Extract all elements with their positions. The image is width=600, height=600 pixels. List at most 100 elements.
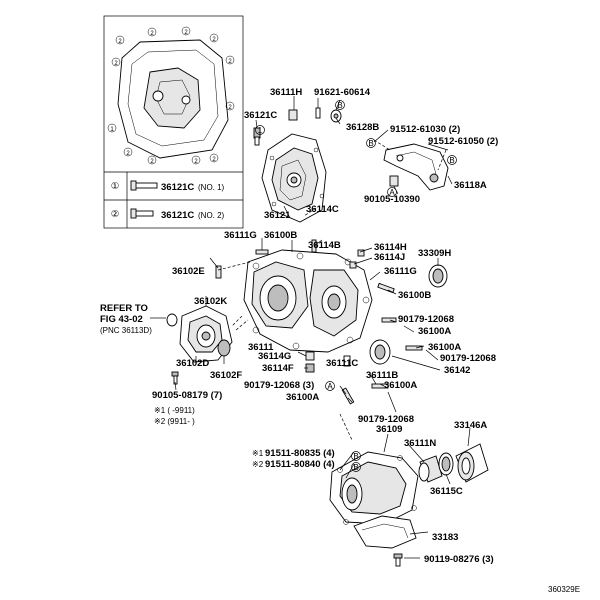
studs-drawing [255, 239, 423, 405]
svg-text:2: 2 [228, 105, 232, 111]
label-90179c: 90179-12068 (3) [244, 380, 314, 391]
label-91511b: 91511-80840 (4) [265, 459, 335, 470]
label-36114f: 36114F [262, 363, 294, 374]
label-36102e: 36102E [172, 266, 205, 277]
label-36100a-b: 36100A [428, 342, 461, 353]
label-36111g-a: 36111G [224, 230, 257, 241]
label-90179a: 90179-12068 [398, 314, 454, 325]
label-90105b: 90105-08179 (7) [152, 390, 222, 401]
label-90179b: 90179-12068 [440, 353, 496, 364]
label-36100a-c: 36100A [384, 380, 417, 391]
bushing-36111n-drawing [418, 455, 443, 483]
label-36114g: 36114G [258, 351, 291, 362]
bolt-36102e-drawing [215, 265, 222, 279]
inset-row1-part: 36121C [161, 182, 194, 193]
extension-36109-drawing [329, 451, 419, 525]
label-36118a: 36118A [454, 180, 487, 191]
bracket-36118a-drawing [383, 143, 449, 191]
inset-row1-mark: ① [111, 181, 120, 192]
label-36114b: 36114B [308, 240, 341, 251]
label-33146a: 33146A [454, 420, 487, 431]
pin-91621-drawing [315, 107, 321, 119]
svg-text:2: 2 [126, 151, 130, 157]
label-36121: 36121 [264, 210, 291, 221]
inset-row2-mark: ② [111, 209, 120, 220]
label-36111b: 36111B [366, 370, 398, 381]
inset-row2-note: (NO. 2) [198, 211, 225, 220]
svg-text:2: 2 [150, 159, 154, 165]
seal-36142-drawing [369, 339, 391, 365]
label-36111h: 36111H [270, 87, 302, 98]
footnotes: ※1 ( -9911) ※2 (9911- ) ※1 ※2 [154, 406, 264, 469]
marker-a-1: A [389, 188, 395, 197]
bearing-retainer-36102-drawing [166, 305, 233, 363]
svg-text:2: 2 [150, 31, 154, 37]
label-36100b-a: 36100B [264, 230, 297, 241]
label-36111c: 36111C [326, 358, 358, 369]
svg-text:2: 2 [184, 30, 188, 36]
note-2: ※2 (9911- ) [154, 417, 195, 426]
svg-text:2: 2 [194, 159, 198, 165]
svg-text:2: 2 [212, 157, 216, 163]
label-36111: 36111 [248, 342, 274, 353]
cover-36121-drawing [261, 133, 327, 223]
label-36114j: 36114J [374, 252, 405, 263]
inset-bolt-icon-2 [130, 208, 154, 219]
label-91512b: 91512-61050 (2) [428, 136, 498, 147]
label-33183: 33183 [432, 532, 458, 543]
marker-note1: ※1 [252, 449, 264, 458]
label-90105a: 90105-10390 [364, 194, 420, 205]
label-36100a-d: 36100A [286, 392, 319, 403]
label-36102f: 36102F [210, 370, 242, 381]
part-labels: 36111H 91621-60614 36121C 36128B 91512-6… [152, 87, 580, 594]
bolt-90119-drawing [393, 553, 403, 567]
plate-33183-drawing [353, 515, 417, 549]
circle-markers: B B B A B B 1 A [255, 100, 457, 472]
label-36121c: 36121C [244, 110, 277, 121]
seal-33309h-drawing [428, 264, 448, 288]
label-36109: 36109 [376, 424, 402, 435]
marker-1: 1 [258, 126, 263, 135]
label-91621: 91621-60614 [314, 87, 371, 98]
svg-text:2: 2 [114, 61, 118, 67]
label-36115c: 36115C [430, 486, 463, 497]
marker-note2: ※2 [252, 460, 264, 469]
label-90179d: 90179-12068 [358, 414, 414, 425]
gasket-36128b-drawing [330, 109, 342, 123]
housing-36111-drawing [243, 249, 373, 353]
label-90119: 90119-08276 (3) [424, 554, 494, 565]
marker-b-2: B [368, 139, 373, 148]
label-36114h: 36114H [374, 242, 407, 253]
marker-a-2: A [327, 382, 333, 391]
svg-text:2: 2 [228, 59, 232, 65]
label-36114c: 36114C [306, 204, 339, 215]
marker-b-4: B [353, 452, 358, 461]
svg-text:1: 1 [110, 127, 114, 133]
seal-36115c-drawing [438, 452, 454, 476]
inset-row1-note: (NO. 1) [198, 183, 225, 192]
footer-code: 360329E [548, 585, 580, 594]
svg-text:2: 2 [212, 37, 216, 43]
label-36100b-b: 36100B [398, 290, 431, 301]
svg-text:2: 2 [118, 39, 122, 45]
label-33309h: 33309H [418, 248, 451, 259]
label-36128b: 36128B [346, 122, 379, 133]
refer-block: REFER TO FIG 43-02 (PNC 36113D) [100, 303, 166, 335]
marker-b-1: B [337, 101, 342, 110]
refer-line2: FIG 43-02 [100, 314, 143, 325]
inset-cover-drawing: 2 2 2 2 2 2 1 2 2 2 2 2 [107, 26, 235, 165]
label-36111g-b: 36111G [384, 266, 417, 277]
note-1: ※1 ( -9911) [154, 406, 195, 415]
inset-bolt-icon-1 [130, 180, 158, 191]
label-36102d: 36102D [176, 358, 209, 369]
marker-b-3: B [449, 156, 454, 165]
label-91512a: 91512-61030 (2) [390, 124, 460, 135]
label-36142: 36142 [444, 365, 470, 376]
plug-36111h-drawing [288, 109, 298, 121]
label-36100a-a: 36100A [418, 326, 451, 337]
label-91511a: 91511-80835 (4) [265, 448, 335, 459]
label-36102k: 36102K [194, 296, 227, 307]
marker-b-5: B [353, 463, 358, 472]
